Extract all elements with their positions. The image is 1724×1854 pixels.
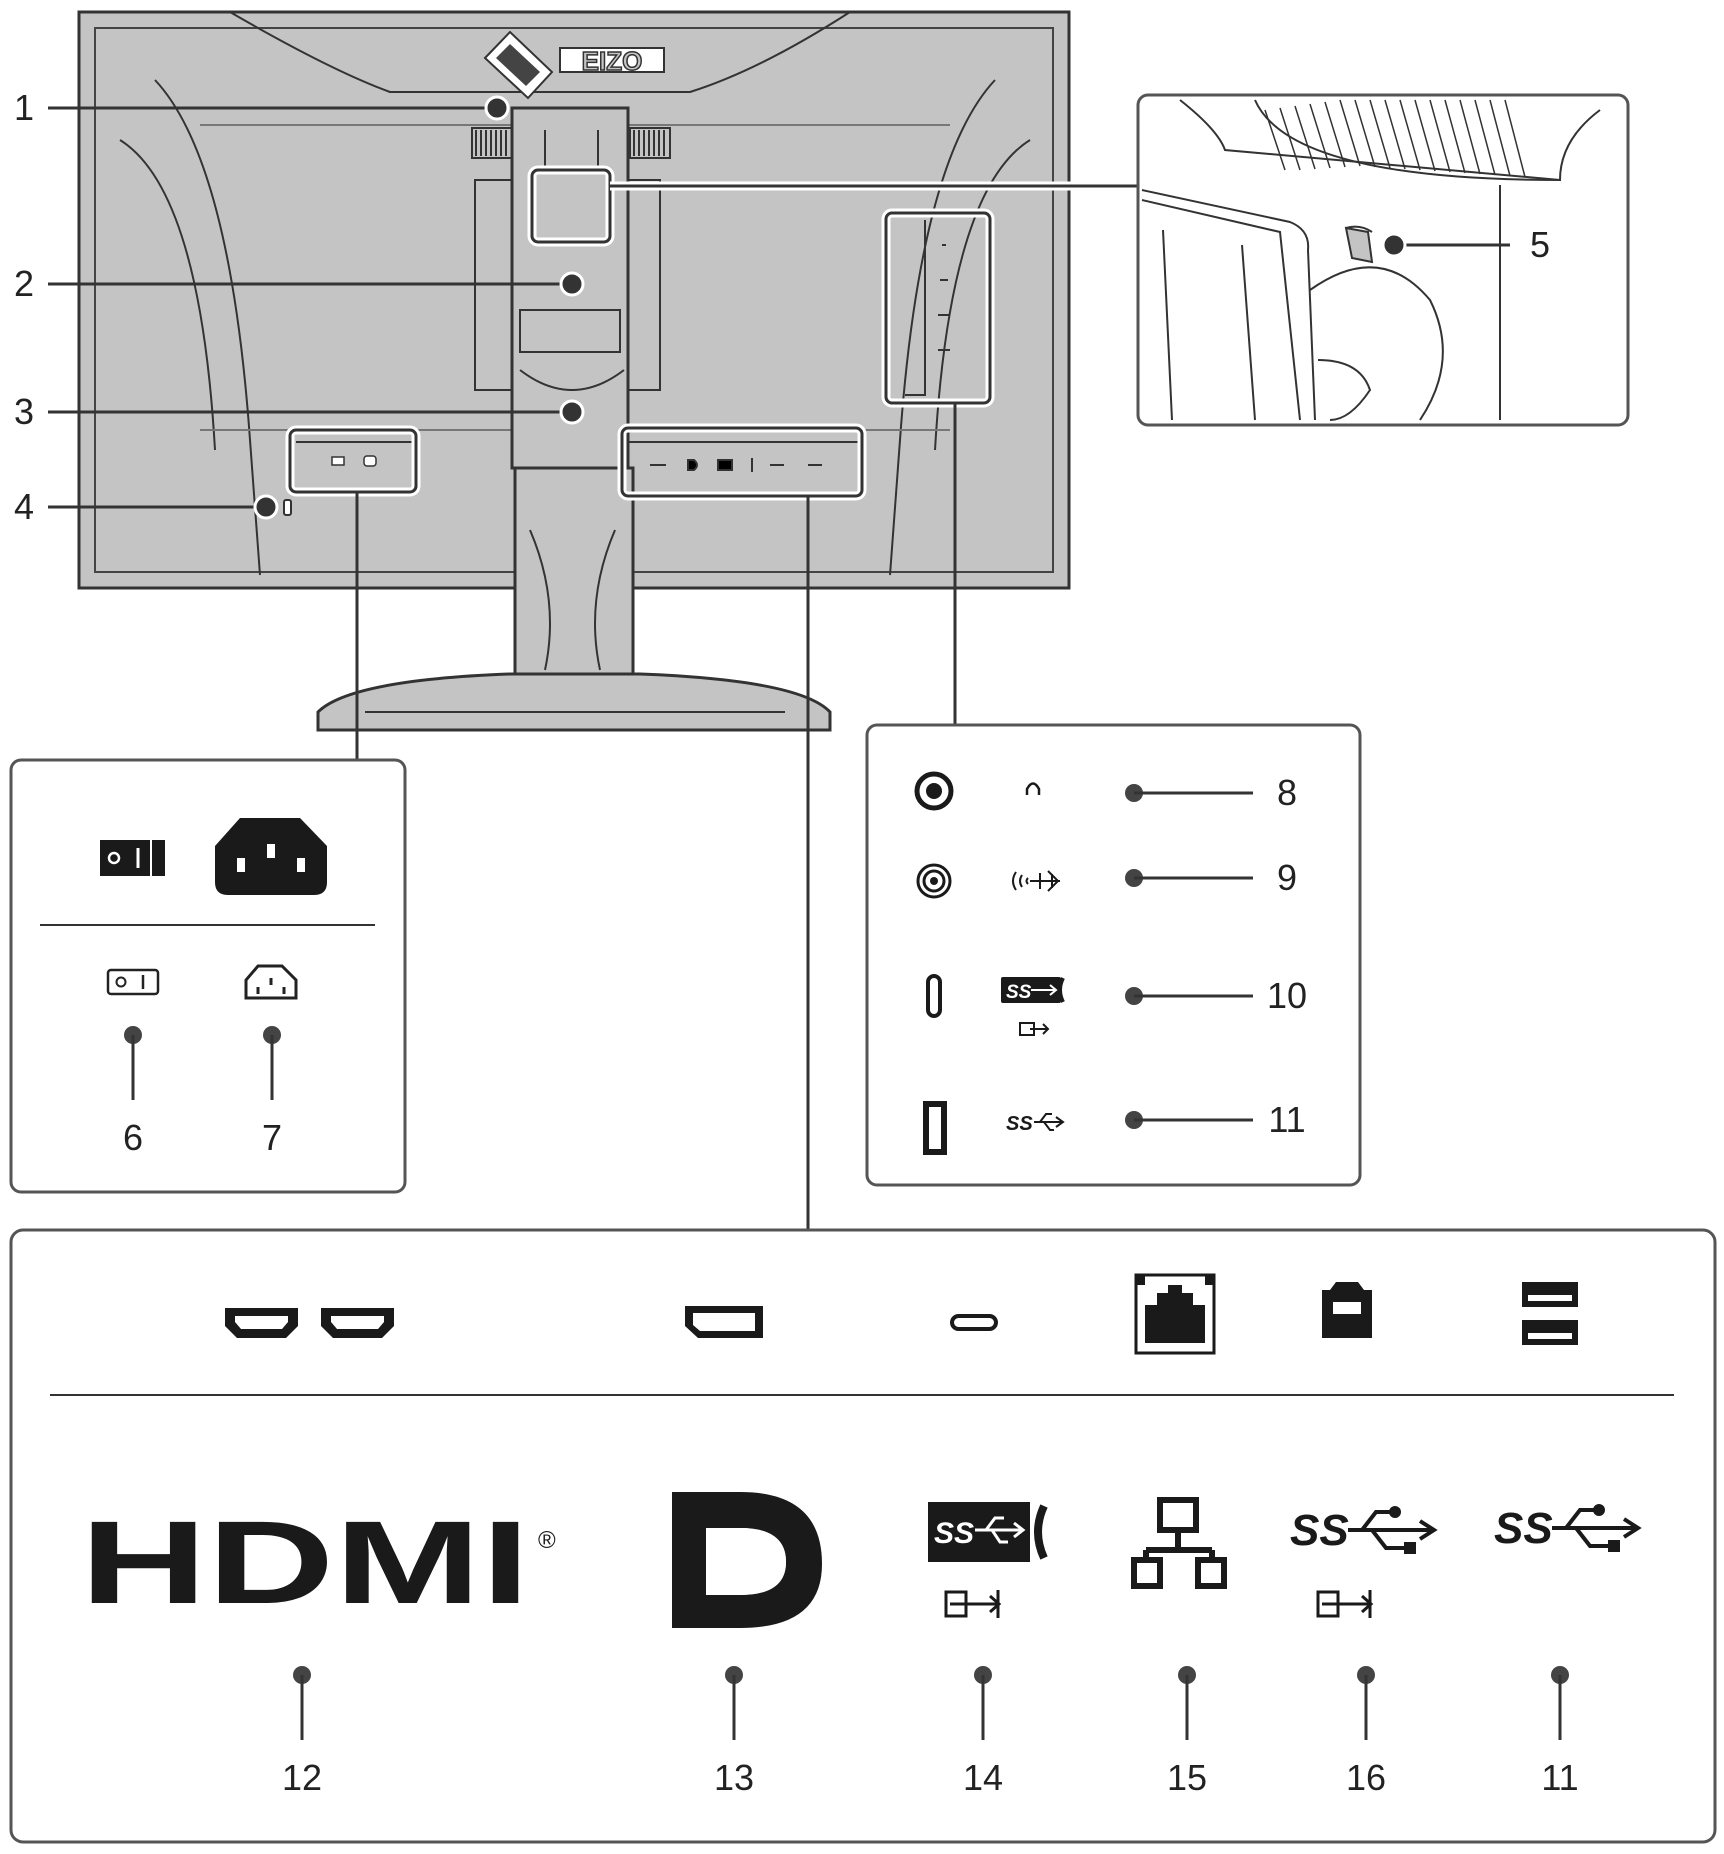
- usb-c-ss-symbol-icon: SS: [1001, 977, 1065, 1036]
- usb-b-port-icon: [1322, 1282, 1372, 1338]
- callout-13: 13: [714, 1666, 754, 1798]
- svg-text:13: 13: [714, 1757, 754, 1798]
- usb-c-port-bottom-icon: [950, 1314, 998, 1331]
- callout-15: 15: [1167, 1666, 1207, 1798]
- svg-text:9: 9: [1277, 857, 1297, 898]
- eizo-logo: EIZO: [483, 30, 665, 100]
- svg-text:1: 1: [14, 87, 34, 128]
- vent-right: [629, 127, 671, 159]
- hdmi-registered-mark: ®: [538, 1527, 556, 1554]
- usb-ss-downstream-text: SS: [1494, 1504, 1553, 1553]
- callout-11-side: 11: [1125, 1099, 1306, 1140]
- callout-16: 16: [1346, 1666, 1386, 1798]
- power-connector-symbol-icon: [244, 964, 298, 1000]
- headphone-jack-icon: [914, 771, 954, 811]
- svg-text:2: 2: [14, 263, 34, 304]
- hdmi-port-2-icon: [321, 1308, 394, 1338]
- callout-11-bottom: 11: [1541, 1666, 1579, 1798]
- svg-text:6: 6: [123, 1117, 143, 1158]
- line-out-symbol-icon: [1012, 870, 1060, 892]
- usb-c-port-icon: [926, 974, 942, 1018]
- usb-ss-downstream-logo-icon: SS: [1494, 1504, 1642, 1553]
- usb-ss-upstream-text: SS: [1290, 1506, 1349, 1555]
- usb-a-ports-stacked-icon: [1522, 1282, 1578, 1345]
- svg-text:11: 11: [1268, 1099, 1305, 1140]
- usb-ss-small-text: SS: [1006, 1113, 1033, 1135]
- callout-8: 8: [1125, 772, 1297, 813]
- svg-text:8: 8: [1277, 772, 1297, 813]
- hdmi-logo-icon: HDMI ®: [80, 1497, 556, 1629]
- security-slot: [283, 499, 292, 516]
- callout-14: 14: [963, 1666, 1003, 1798]
- svg-text:16: 16: [1346, 1757, 1386, 1798]
- callout-9: 9: [1125, 857, 1297, 898]
- callout-10: 10: [1125, 975, 1307, 1016]
- usb-c-ss-logo-text: SS: [934, 1517, 974, 1550]
- rear-video-ports-area: [626, 441, 858, 472]
- power-connector-icon: [215, 818, 327, 895]
- svg-text:5: 5: [1530, 224, 1550, 265]
- headphone-symbol-icon: [1025, 782, 1041, 795]
- usb-a-port-icon: [923, 1101, 947, 1155]
- svg-text:7: 7: [262, 1117, 282, 1158]
- callout-6: 6: [123, 1026, 143, 1158]
- side-ports-detail-panel: SS SS: [865, 403, 1362, 1187]
- line-out-jack-icon: [916, 863, 952, 899]
- hdmi-port-1-icon: [225, 1308, 298, 1338]
- displayport-logo-icon: [672, 1492, 822, 1628]
- vent-left: [471, 127, 513, 159]
- rear-power-ports-area: [296, 441, 415, 467]
- bottom-ports-detail-panel: HDMI ® SS SS: [9, 496, 1717, 1844]
- usb-ss-symbol-small-icon: SS: [1006, 1113, 1065, 1135]
- eizo-logo-text: EIZO: [582, 46, 643, 76]
- main-power-switch-icon: [100, 840, 165, 876]
- lan-logo-icon: [1131, 1497, 1227, 1589]
- hdmi-logo-text: HDMI: [80, 1497, 530, 1629]
- displayport-port-icon: [685, 1306, 763, 1338]
- callout-4: 4: [14, 486, 279, 527]
- svg-text:15: 15: [1167, 1757, 1207, 1798]
- svg-text:14: 14: [963, 1757, 1003, 1798]
- svg-text:3: 3: [14, 391, 34, 432]
- power-detail-panel: [9, 492, 407, 1194]
- usb-c-ss-logo-icon: SS: [928, 1502, 1048, 1618]
- power-switch-symbol-icon: [106, 968, 160, 996]
- lan-port-icon: [1134, 1273, 1216, 1355]
- svg-text:11: 11: [1541, 1757, 1578, 1798]
- svg-text:12: 12: [282, 1757, 322, 1798]
- svg-text:4: 4: [14, 486, 34, 527]
- svg-text:10: 10: [1267, 975, 1307, 1016]
- callout-12: 12: [282, 1666, 322, 1798]
- callout-2: 2: [14, 263, 585, 304]
- stand-lock-detail-panel: [610, 93, 1630, 427]
- callout-3: 3: [14, 391, 585, 432]
- rear-side-ports-area: [905, 220, 950, 396]
- usb-c-ss-text: SS: [1006, 982, 1032, 1003]
- callout-1: 1: [14, 87, 510, 128]
- callout-7: 7: [262, 1026, 282, 1158]
- monitor-rear-view: EIZO: [77, 10, 1071, 732]
- usb-ss-upstream-logo-icon: SS: [1290, 1506, 1438, 1618]
- callout-5: 5: [1381, 224, 1550, 265]
